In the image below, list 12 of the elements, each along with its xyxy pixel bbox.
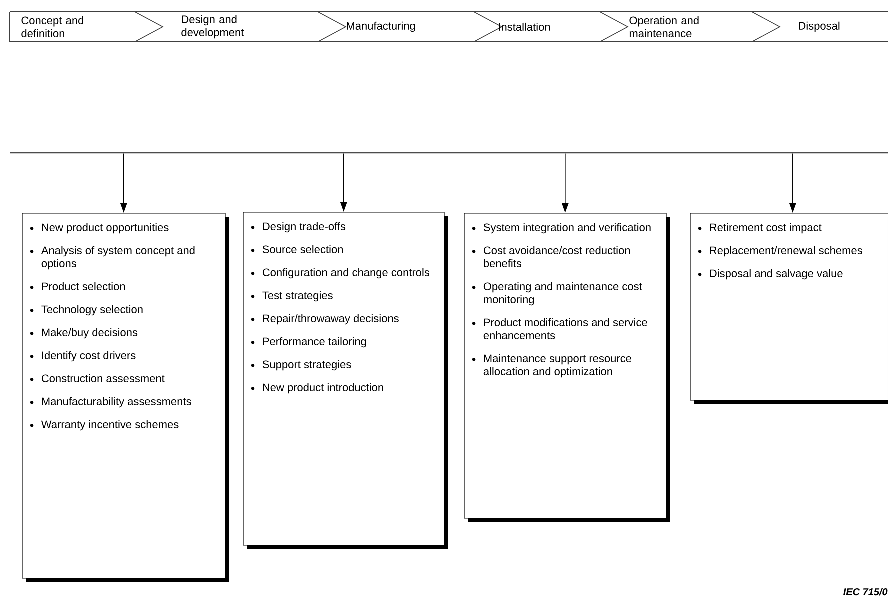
stage-label: Installation [499,22,550,32]
stage-label: Concept and definition [22,16,84,38]
stage-label: Design and development [182,15,244,39]
figure-number: IEC 715/0 [844,588,888,596]
list-box: Retirement cost impact Replacement/renewal schemes Disposal and salvage value [690,213,888,404]
stage-label: Disposal [799,22,840,32]
list-box: New product opportunities Analysis of system concept and options Product selection Technology selection Make/buy decisions Identify cost drivers Construction assessment Manufacturability assessments Warranty incentive schemes [22,213,229,582]
distribution-line [10,152,888,154]
list-box: System integration and verification Cost avoidance/cost reduction benefits Operating and maintenance cost monitoring Product modifications and service enhancements Maintenance support resource allocation and optimization [464,213,670,522]
stage-label: Manufacturing [347,22,416,32]
stage-label: Operation and maintenance [630,16,699,38]
list-box: Design trade-offs Source selection Configuration and change controls Test strategies Repair/throwaway decisions Performance tailoring Support strategies New product introduction [243,212,448,549]
